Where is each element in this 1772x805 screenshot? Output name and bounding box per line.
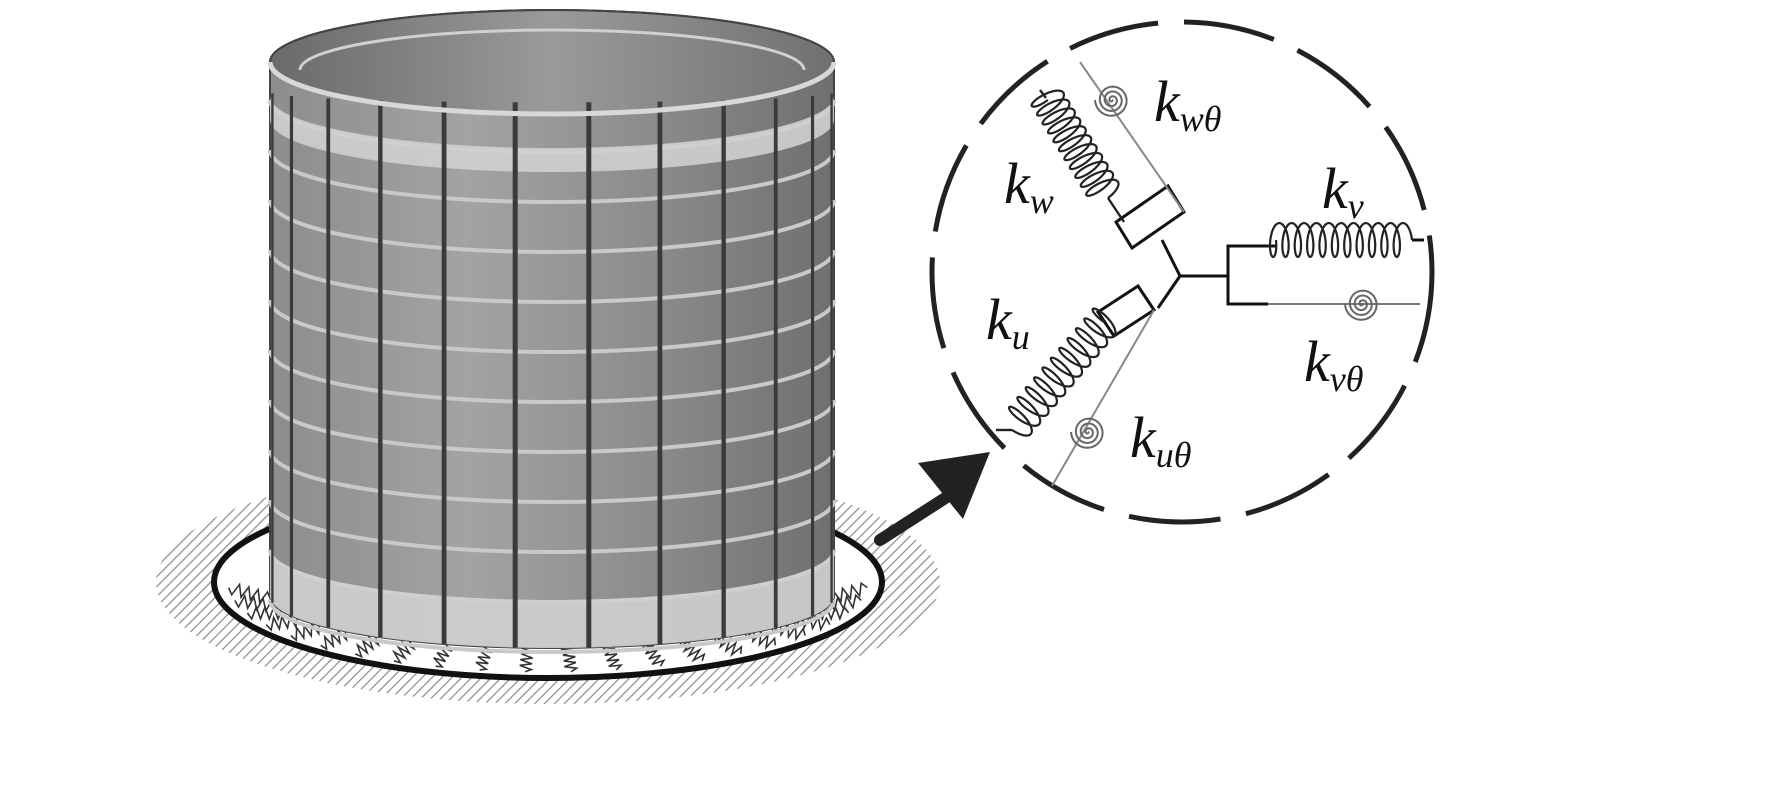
kwt-link bbox=[1079, 61, 1185, 213]
spring-k-u-theta-spiral bbox=[1070, 417, 1104, 449]
detail-circle bbox=[929, 19, 1435, 525]
spring-k-v-theta-spiral bbox=[1344, 289, 1378, 321]
label-k-w-theta: kwθ bbox=[1154, 69, 1221, 139]
ring-line bbox=[268, 149, 836, 204]
spring-k-u-coil bbox=[1007, 307, 1117, 437]
spring-k-w-coil bbox=[1030, 89, 1120, 199]
shell-light-bands bbox=[268, 96, 836, 654]
label-k-w: kw bbox=[1004, 151, 1054, 221]
spring-k-v-coil bbox=[1268, 221, 1414, 259]
kw-link bbox=[1107, 197, 1125, 223]
base-spring bbox=[640, 642, 666, 667]
ring-line bbox=[268, 399, 836, 454]
spring-labels: kwθ kw kv ku kvθ kuθ bbox=[986, 69, 1364, 475]
ring-line bbox=[268, 299, 836, 354]
ring-line bbox=[268, 449, 836, 504]
label-k-v-theta: kvθ bbox=[1304, 329, 1363, 399]
base-spring bbox=[600, 644, 624, 671]
cylinder-shell bbox=[267, 9, 837, 654]
base-spring bbox=[234, 593, 277, 614]
ring-line bbox=[268, 599, 836, 654]
base-spring bbox=[678, 638, 706, 663]
spring-k-w-theta-spiral bbox=[1094, 85, 1128, 117]
label-k-u: ku bbox=[986, 287, 1030, 357]
stringer-stiffeners bbox=[271, 93, 833, 648]
ring-line bbox=[268, 349, 836, 404]
base-spring bbox=[713, 632, 743, 658]
kut-link bbox=[1051, 309, 1155, 487]
spring-mechanism bbox=[1095, 183, 1424, 339]
label-k-v: kv bbox=[1322, 156, 1364, 226]
bottom-light-band bbox=[270, 548, 834, 648]
label-k-u-theta: kuθ bbox=[1130, 405, 1191, 475]
ring-line bbox=[268, 199, 836, 254]
detail-arrow bbox=[874, 452, 990, 546]
ring-line bbox=[268, 499, 836, 554]
top-light-band bbox=[270, 96, 834, 172]
detail-springs bbox=[996, 61, 1414, 487]
ring-line bbox=[268, 249, 836, 304]
